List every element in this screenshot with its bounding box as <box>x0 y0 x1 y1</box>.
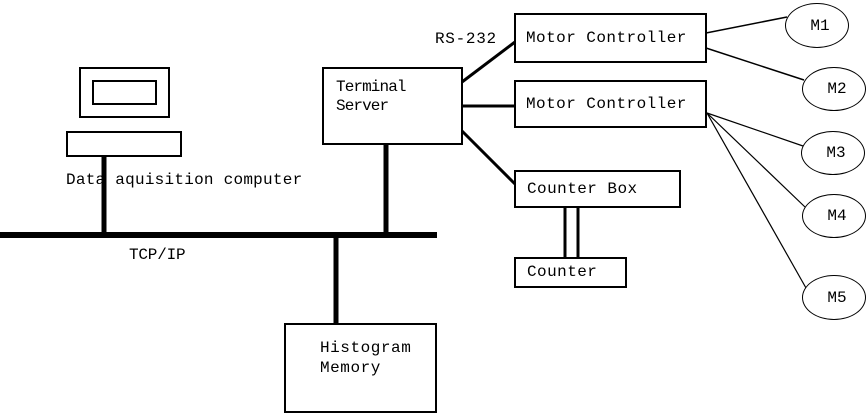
motor-m2-node: M2 <box>802 67 866 111</box>
counter-box-label: Counter Box <box>527 179 638 198</box>
computer-monitor-icon <box>79 67 170 118</box>
counter-label: Counter <box>527 263 598 281</box>
terminal-server-label-line1: Terminal <box>336 78 407 96</box>
motor-m2-label: M2 <box>827 80 847 98</box>
computer-screen-icon <box>92 80 157 105</box>
motor-m1-node: M1 <box>785 3 849 48</box>
motor-controller-2-to-m4-connector <box>706 112 806 208</box>
motor-m5-label: M5 <box>827 288 847 307</box>
rs-232-link-label: RS-232 <box>435 30 497 48</box>
motor-controller-2-to-m5-connector <box>706 112 807 289</box>
motor-m4-node: M4 <box>802 194 866 238</box>
terminal-server-to-counter-box-connector <box>460 129 517 186</box>
motor-controller-1-node: Motor Controller <box>514 13 707 63</box>
motor-controller-1-label: Motor Controller <box>526 28 687 47</box>
motor-controller-1-to-m2-connector <box>705 47 805 81</box>
counter-box-node: Counter Box <box>514 170 681 208</box>
motor-controller-1-to-m1-connector <box>705 16 788 34</box>
motor-controller-2-to-m3-connector <box>706 112 804 147</box>
motor-m3-label: M3 <box>826 144 846 162</box>
motor-controller-2-node: Motor Controller <box>514 80 707 128</box>
computer-keyboard-icon <box>66 131 182 157</box>
motor-controller-2-label: Motor Controller <box>526 94 687 113</box>
terminal-server-label-line2: Server <box>336 97 389 115</box>
motor-m4-label: M4 <box>827 207 847 225</box>
terminal-server-node: Terminal Server <box>322 67 463 145</box>
histogram-memory-label-line2: Memory <box>320 359 381 377</box>
motor-m3-node: M3 <box>801 131 865 175</box>
tcp-ip-bus-label: TCP/IP <box>129 246 186 264</box>
counter-node: Counter <box>514 257 627 288</box>
motor-m1-label: M1 <box>810 16 830 35</box>
histogram-memory-label-line1: Histogram <box>320 339 412 357</box>
data-acquisition-computer-caption: Data aquisition computer <box>66 171 303 189</box>
terminal-server-to-motor-controller-1-connector <box>461 40 516 84</box>
motor-m5-node: M5 <box>802 275 866 320</box>
histogram-memory-node: Histogram Memory <box>284 323 437 413</box>
